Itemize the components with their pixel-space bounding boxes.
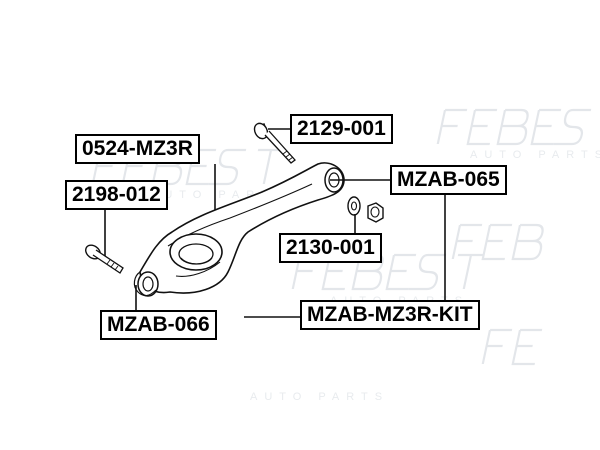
front-bolt-drawing (253, 122, 296, 164)
label-control-arm: 0524-MZ3R (75, 134, 200, 164)
label-washer-nut: 2130-001 (279, 233, 382, 263)
watermark-subtext-1: AUTO PARTS (470, 149, 600, 161)
label-front-bushing: MZAB-065 (390, 165, 507, 195)
label-rear-bolt: 2198-012 (65, 180, 168, 210)
label-kit: MZAB-MZ3R-KIT (300, 300, 480, 330)
label-front-bolt: 2129-001 (290, 114, 393, 144)
control-arm-drawing (133, 162, 345, 297)
rear-bolt-drawing (84, 244, 124, 274)
leader-lines (104, 128, 446, 318)
washer-nut-drawing (347, 196, 384, 223)
watermark-subtext-4: AUTO PARTS (250, 391, 389, 403)
label-rear-bushing: MZAB-066 (100, 310, 217, 340)
